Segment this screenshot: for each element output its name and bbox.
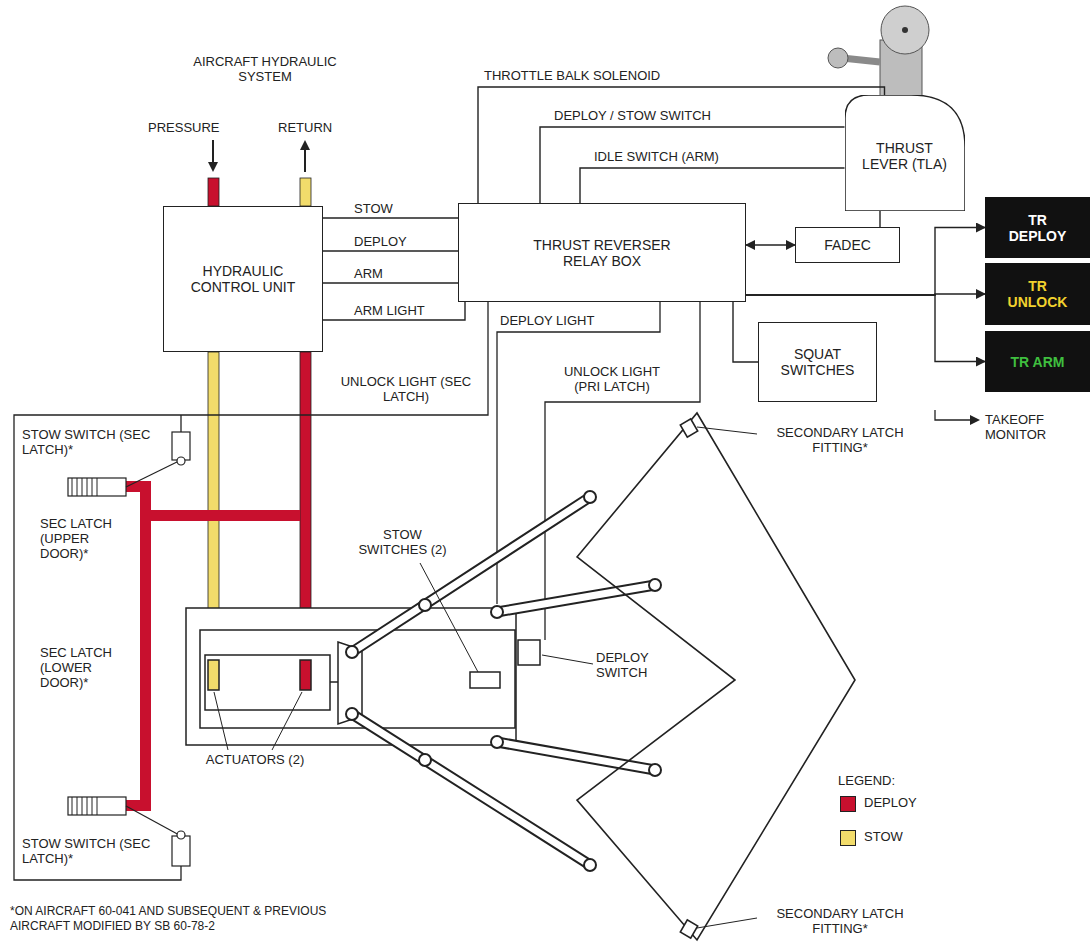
wire-name: UNLOCK LIGHT (SEC LATCH) (336, 374, 476, 404)
node-text-column: SQUAT SWITCHES (764, 344, 872, 380)
hydraulic-control-unit: HYDRAULIC CONTROL UNIT (163, 206, 323, 352)
signal-name: THROTTLE BALK SOLENOID (482, 68, 662, 83)
connector (746, 228, 985, 296)
connector (323, 217, 458, 218)
signal-name: STOW (352, 201, 395, 216)
signal-name: DEPLOY / STOW SWITCH (552, 108, 713, 123)
signal-name: IDLE SWITCH (ARM) (592, 149, 721, 164)
legend-swatch (840, 796, 856, 812)
signal-wires (14, 302, 978, 880)
node-label: THRUST LEVER (TLA) (851, 138, 959, 174)
part-name: SEC LATCH (LOWER DOOR)* (40, 645, 112, 690)
node-text-column: TR ARM (1007, 352, 1069, 372)
node-label: FADEC (820, 235, 875, 255)
connector (323, 282, 458, 283)
wire-name: DEPLOY LIGHT (500, 313, 630, 328)
part-name: STOW SWITCH (SEC LATCH)* (22, 836, 162, 866)
relay-box: THRUST REVERSER RELAY BOX (458, 203, 746, 302)
signal-name: ARM (352, 266, 385, 281)
footnote: *ON AIRCRAFT 60-041 AND SUBSEQUENT & PRE… (10, 904, 340, 934)
linkage-arms (346, 491, 661, 871)
annunciator-light: TR DEPLOY (985, 197, 1090, 258)
annunciator-light: TR UNLOCK (985, 263, 1090, 325)
node-text-column: HYDRAULIC CONTROL UNIT (169, 261, 317, 297)
part-name: STOW SWITCH (SEC LATCH)* (22, 427, 162, 457)
part-name: DEPLOY SWITCH (596, 650, 676, 680)
legend-title: LEGEND: (838, 773, 918, 788)
node-label: THRUST REVERSER RELAY BOX (508, 235, 696, 271)
node-label: TR ARM (1007, 352, 1069, 372)
thrust-lever-box: THRUST LEVER (TLA) (845, 95, 965, 211)
reverser-doors (577, 413, 855, 940)
system-title: AIRCRAFT HYDRAULIC SYSTEM (190, 54, 340, 84)
connector (540, 127, 845, 203)
wire-name: UNLOCK LIGHT (PRI LATCH) (552, 364, 672, 394)
fadec-box: FADEC (795, 227, 900, 263)
part-name: ACTUATORS (2) (200, 752, 310, 767)
node-text-column: THRUST REVERSER RELAY BOX (508, 235, 696, 271)
legend-swatch (840, 830, 856, 846)
part-name: STOW SWITCHES (2) (350, 527, 455, 557)
leader-lines (214, 427, 757, 928)
connector (323, 302, 465, 320)
node-label: SQUAT SWITCHES (764, 344, 872, 380)
part-name: SECONDARY LATCH FITTING* (760, 425, 920, 455)
legend-text: STOW (864, 829, 903, 844)
node-label: HYDRAULIC CONTROL UNIT (169, 261, 317, 297)
signal-name: DEPLOY (352, 234, 409, 249)
node-text-column: FADEC (820, 235, 875, 255)
port-name: RETURN (278, 120, 348, 135)
node-text-column: TR DEPLOY (994, 210, 1082, 246)
part-name: SEC LATCH (UPPER DOOR)* (40, 516, 112, 561)
output-name: TAKEOFF MONITOR (985, 412, 1087, 442)
connector (478, 87, 885, 203)
connector (580, 168, 845, 203)
connector (733, 302, 758, 362)
node-label: TR DEPLOY (994, 210, 1082, 246)
signal-name: ARM LIGHT (352, 303, 427, 318)
port-name: PRESSURE (148, 120, 238, 135)
connector (323, 250, 458, 251)
annunciator-light: TR ARM (985, 331, 1090, 392)
squat-switch-box: SQUAT SWITCHES (758, 322, 877, 402)
part-name: SECONDARY LATCH FITTING* (760, 906, 920, 936)
node-text-column: TR UNLOCK (994, 276, 1082, 312)
connector (746, 244, 795, 245)
node-label: TR UNLOCK (994, 276, 1082, 312)
connector (879, 211, 880, 227)
legend-text: DEPLOY (864, 795, 917, 810)
node-text-column: THRUST LEVER (TLA) (851, 132, 959, 174)
